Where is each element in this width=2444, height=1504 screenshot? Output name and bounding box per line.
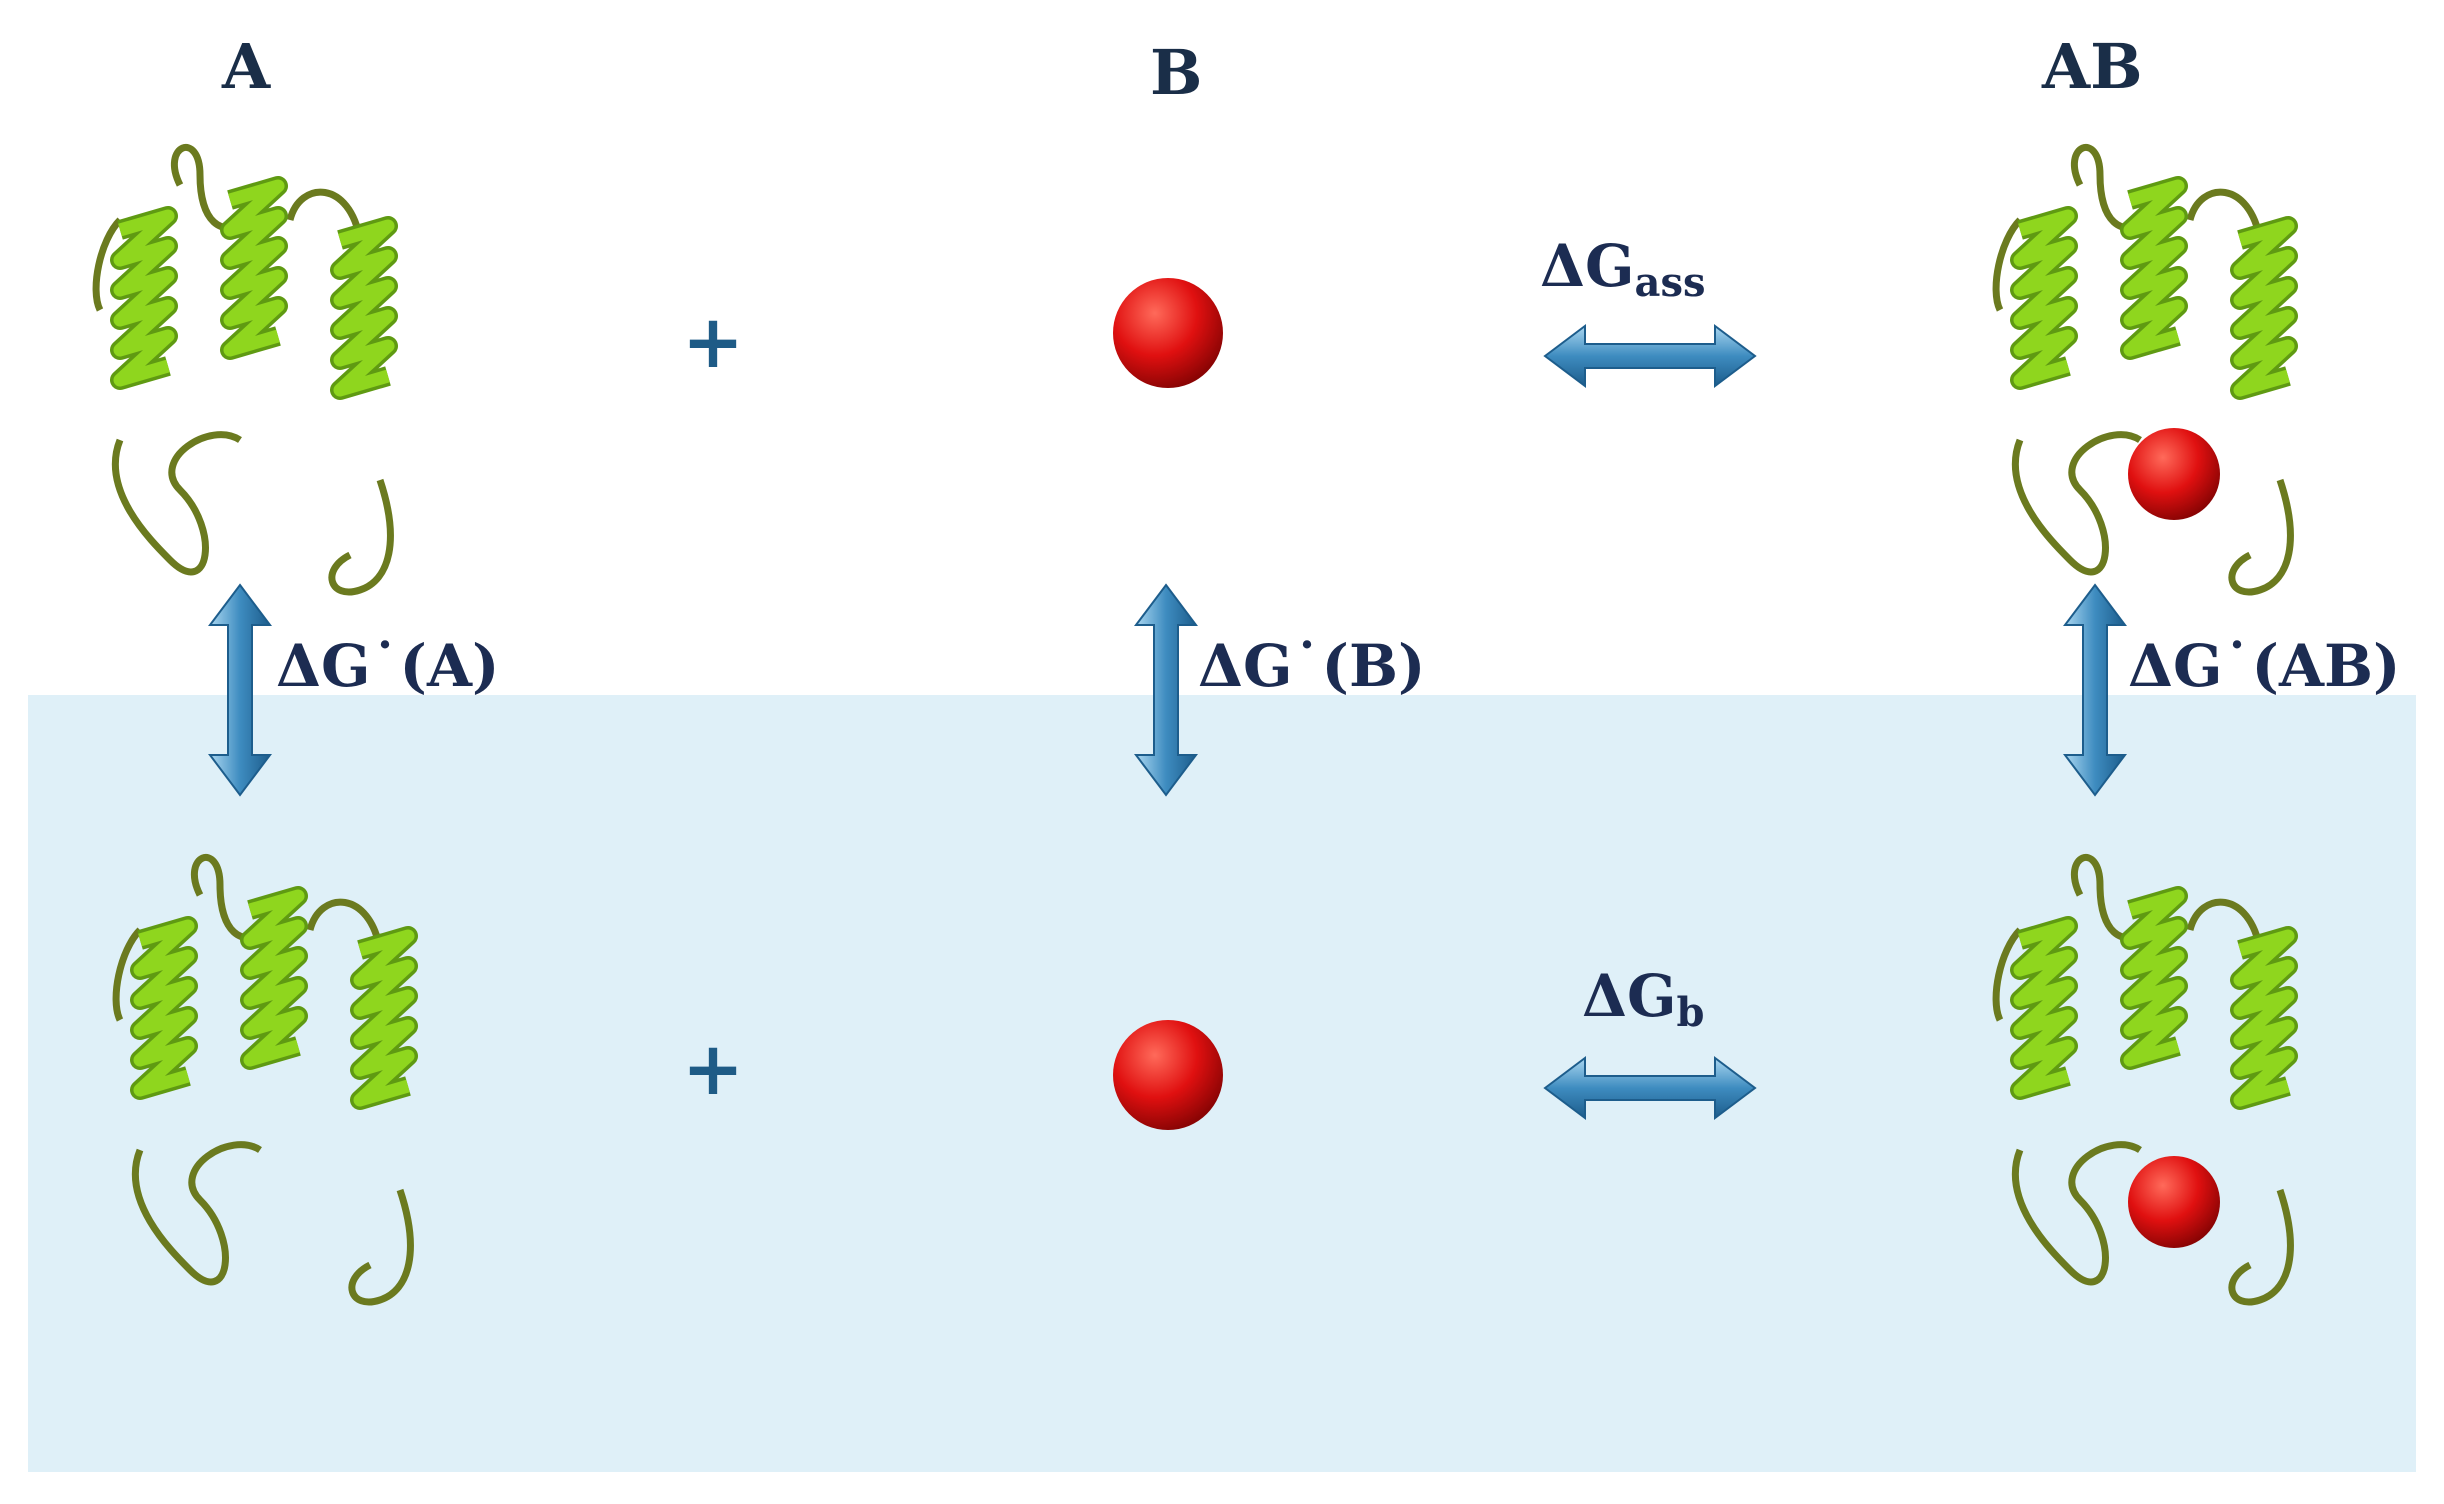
protein-ab-vacuum-icon [1996,147,2290,592]
plus-sign-vacuum: + [682,299,745,385]
association-double-arrow-icon [1543,324,1757,388]
species-a-title: A [222,30,271,103]
species-ab-title: AB [2042,30,2143,103]
solvation-a-double-arrow-icon [208,583,272,797]
ligand-in-complex-solvated-icon [2128,1156,2220,1248]
protein-a-solvated-icon [116,857,410,1302]
delta-g-solvation-b-label: ΔG˙(B) [1198,632,1426,700]
plus-sign-solvated: + [682,1026,745,1112]
species-b-title: B [1150,36,1203,109]
protein-a-vacuum-icon [96,147,390,592]
delta-g-solvation-ab-label: ΔG˙(AB) [2128,632,2401,700]
binding-double-arrow-icon [1543,1056,1757,1120]
delta-g-binding-label: ΔGb [1582,962,1705,1036]
ligand-b-vacuum-icon [1113,278,1223,388]
delta-g-association-label: ΔGass [1540,232,1706,306]
delta-g-solvation-a-label: ΔG˙(A) [276,632,500,700]
solvation-b-double-arrow-icon [1134,583,1198,797]
solvation-ab-double-arrow-icon [2063,583,2127,797]
ligand-in-complex-vacuum-icon [2128,428,2220,520]
ligand-b-solvated-icon [1113,1020,1223,1130]
